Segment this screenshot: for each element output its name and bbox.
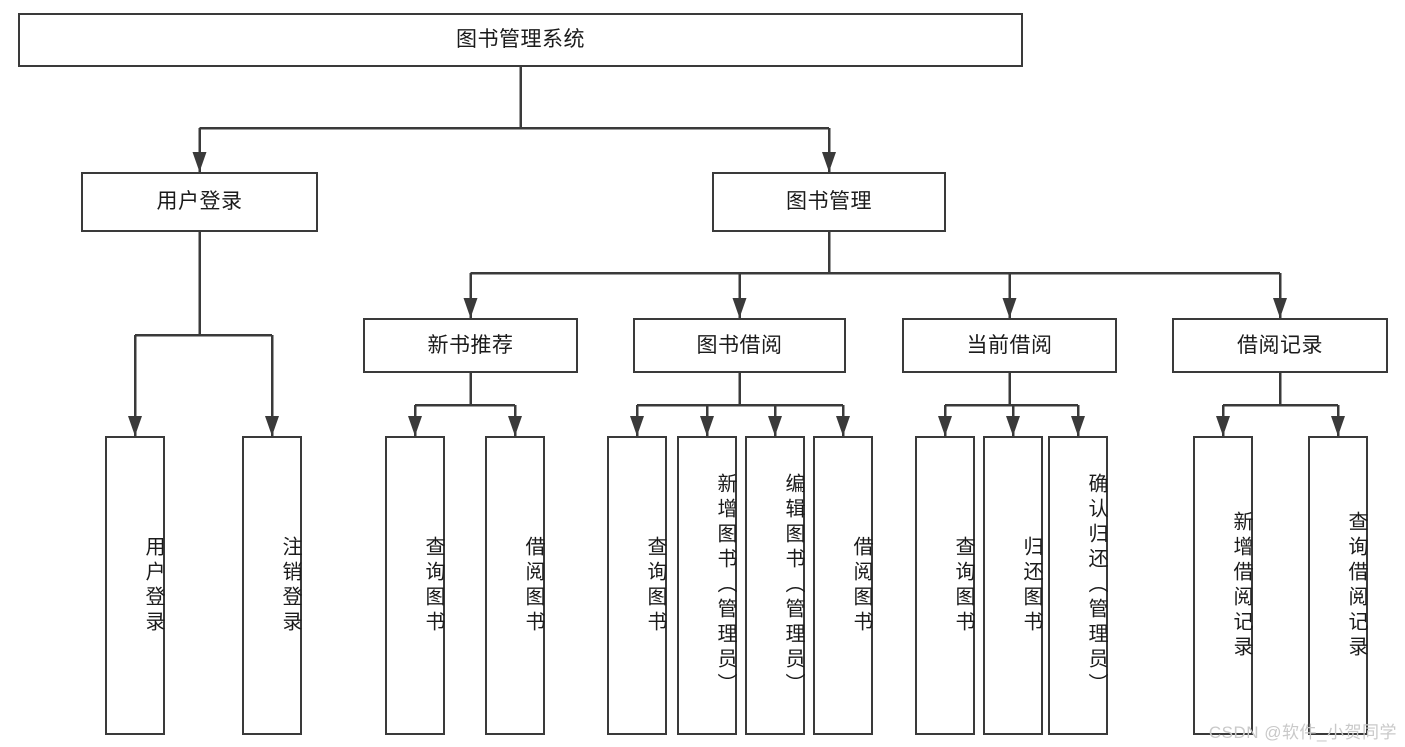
node-root[interactable]: 图书管理系统	[18, 13, 1023, 67]
node-l1-user-login[interactable]: 用户登录	[81, 172, 318, 232]
node-leaf-cur-query-book[interactable]: 查询图书	[915, 436, 975, 735]
node-leaf-borrow-book[interactable]: 借阅图书	[813, 436, 873, 735]
node-label: 注销登录	[279, 535, 301, 636]
node-label: 当前借阅	[966, 333, 1053, 357]
node-label: 归还图书	[1020, 535, 1042, 636]
node-label: 查询图书	[644, 535, 666, 636]
node-label: 用户登录	[142, 535, 164, 636]
node-label: 图书管理系统	[456, 28, 585, 52]
node-l2-new-book-rec[interactable]: 新书推荐	[363, 318, 578, 373]
node-leaf-rec-borrow-book[interactable]: 借阅图书	[485, 436, 545, 735]
node-label: 借阅图书	[850, 535, 872, 636]
node-leaf-add-book-admin[interactable]: 新增图书（管理员）	[677, 436, 737, 735]
node-label: 图书管理	[786, 190, 872, 214]
node-label: 借阅记录	[1237, 333, 1323, 357]
node-l1-book-manage[interactable]: 图书管理	[712, 172, 946, 232]
node-label: 用户登录	[156, 190, 243, 214]
node-leaf-return-book[interactable]: 归还图书	[983, 436, 1043, 735]
node-label: 查询图书	[422, 535, 444, 636]
node-l2-borrow-record[interactable]: 借阅记录	[1172, 318, 1388, 373]
node-label: 借阅图书	[522, 535, 544, 636]
node-label: 编辑图书（管理员）	[782, 473, 804, 698]
node-label: 确认归还（管理员）	[1085, 473, 1107, 698]
node-leaf-borrow-query-book[interactable]: 查询图书	[607, 436, 667, 735]
node-leaf-add-borrow-record[interactable]: 新增借阅记录	[1193, 436, 1253, 735]
node-l2-book-borrow[interactable]: 图书借阅	[633, 318, 846, 373]
node-leaf-rec-query-book[interactable]: 查询图书	[385, 436, 445, 735]
node-leaf-query-borrow-record[interactable]: 查询借阅记录	[1308, 436, 1368, 735]
node-label: 图书借阅	[696, 333, 783, 357]
node-label: 新增借阅记录	[1230, 510, 1252, 661]
node-label: 查询借阅记录	[1345, 510, 1367, 661]
node-leaf-user-login[interactable]: 用户登录	[105, 436, 165, 735]
node-leaf-logout[interactable]: 注销登录	[242, 436, 302, 735]
node-leaf-edit-book-admin[interactable]: 编辑图书（管理员）	[745, 436, 805, 735]
watermark-text: CSDN @软件_小贺同学	[1208, 723, 1397, 742]
node-l2-current-borrow[interactable]: 当前借阅	[902, 318, 1117, 373]
node-label: 新书推荐	[427, 333, 514, 357]
node-label: 新增图书（管理员）	[714, 473, 736, 698]
node-label: 查询图书	[952, 535, 974, 636]
node-leaf-confirm-return-admin[interactable]: 确认归还（管理员）	[1048, 436, 1108, 735]
